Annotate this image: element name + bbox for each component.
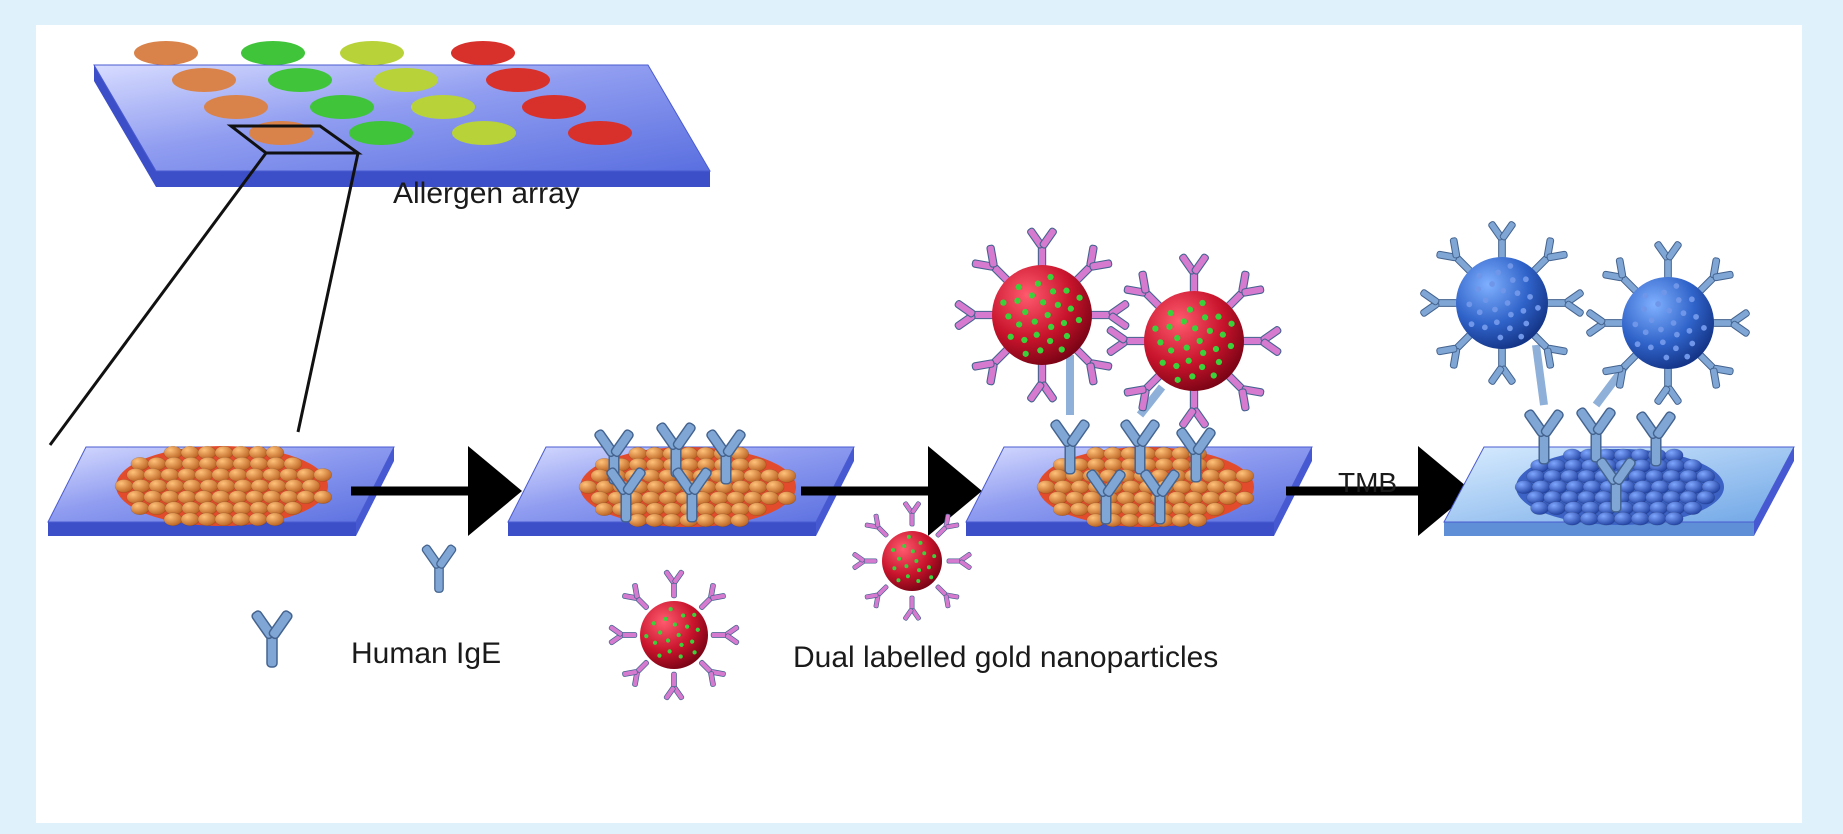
label-antibody [1654,366,1682,405]
label-antibody [1087,300,1130,330]
label-antibody [1654,241,1682,280]
bound-ige [1176,427,1216,483]
array-spot [340,41,404,65]
label-antibody [903,501,921,527]
array-spot [451,41,515,65]
label-antibody [663,671,685,701]
label-antibody [864,513,889,538]
label-antibody [1123,270,1164,311]
label-antibody [1711,309,1750,337]
label-antibody [1602,257,1639,294]
label-antibody [710,624,740,646]
array-spot [486,68,550,92]
label-antibody [1531,332,1568,369]
array-spot [241,41,305,65]
label-antibody [1531,237,1568,274]
bound-ige [1050,419,1090,475]
label-antibody [1027,360,1057,403]
label-antibody [1436,332,1473,369]
array-spot [374,68,438,92]
bound-ige [1086,469,1126,525]
nanoparticles-legend-label: Dual labelled gold nanoparticles [793,641,1219,674]
array-spot [172,68,236,92]
human-ige-legend-label: Human IgE [351,637,502,670]
label-antibody [1488,221,1516,260]
bound-ige [1636,411,1676,467]
diagram-canvas: Allergen array TMB Human IgE Dual labell… [36,25,1802,823]
allergen-array-label: Allergen array [393,177,580,210]
array-spot [204,95,268,119]
nanoparticle-legend-icon [608,569,740,701]
label-antibody [971,345,1012,386]
label-antibody [1106,326,1149,356]
label-antibody [1179,386,1209,429]
label-antibody [1072,244,1113,285]
label-antibody [1239,326,1282,356]
label-antibody [864,584,889,609]
label-antibody [1072,345,1113,386]
array-spot [268,68,332,92]
label-antibody [1436,237,1473,274]
array-spot [134,41,198,65]
bound-nanoparticle [954,227,1130,403]
bound-ige [1524,409,1564,465]
label-antibody [663,569,685,599]
label-antibody [698,583,726,611]
bound-ige [1120,419,1160,475]
label-antibody [1179,253,1209,296]
label-antibody [1488,346,1516,385]
label-antibody [1697,257,1734,294]
array-spot [310,95,374,119]
bound-nanoparticle [1106,253,1282,429]
label-antibody [1420,289,1459,317]
tmb-nanoparticle [1586,241,1750,405]
label-antibody [622,583,650,611]
label-antibody [1224,371,1265,412]
allergen-array-slide [93,41,711,187]
human-ige-reagent [421,544,457,593]
zoom-line-right [296,152,360,433]
label-antibody [852,552,878,570]
array-spot [568,121,632,145]
bound-ige [606,467,646,523]
tmb-label: TMB [1338,467,1398,498]
tmb-nanoparticle [1420,221,1584,385]
label-antibody [935,513,960,538]
nanoparticle-reagent [852,501,972,621]
label-antibody [903,595,921,621]
label-antibody [622,659,650,687]
linker [1532,344,1548,406]
label-antibody [698,659,726,687]
bound-ige [1140,469,1180,525]
label-antibody [971,244,1012,285]
label-antibody [1545,289,1584,317]
bound-ige [1596,457,1636,513]
human-ige-legend-icon [251,610,293,668]
bound-ige [656,422,696,478]
label-antibody [608,624,638,646]
array-spot [452,121,516,145]
bound-ige [706,429,746,485]
label-antibody [954,300,997,330]
bound-ige [672,467,712,523]
bound-ige [1576,407,1616,463]
allergen-spot-1 [114,445,333,527]
label-antibody [1123,371,1164,412]
diagram-svg [47,41,1795,701]
zoom-line-left [48,152,268,446]
label-antibody [1586,309,1625,337]
label-antibody [1027,227,1057,270]
label-antibody [946,552,972,570]
array-spot [411,95,475,119]
label-antibody [1224,270,1265,311]
label-antibody [1697,352,1734,389]
array-spot [522,95,586,119]
label-antibody [935,584,960,609]
allergen-spot-3 [1036,446,1255,528]
array-spot [349,121,413,145]
